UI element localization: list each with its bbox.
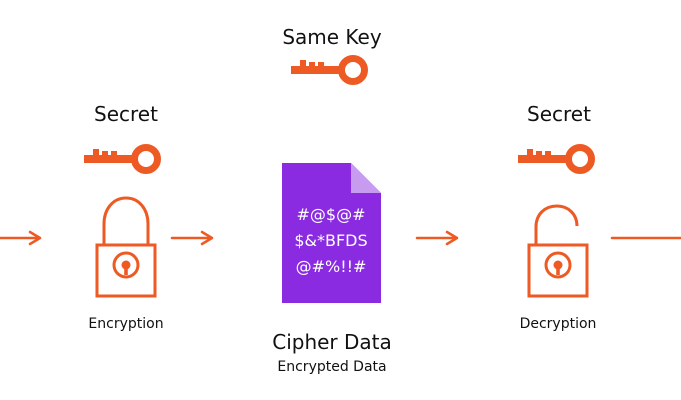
document-cipher-line-3: @#%!!# [296, 257, 367, 276]
arrow-left-entry-icon [0, 230, 42, 246]
cipher-data-title: Cipher Data [272, 330, 392, 354]
secret-left-label: Secret [94, 102, 158, 126]
secret-left-key-icon [84, 148, 158, 171]
arrow-file-to-decryption-icon [415, 230, 459, 246]
encrypted-document-icon: #@$@# $&*BFDS @#%!!# [282, 163, 381, 303]
lock-closed-icon [95, 196, 157, 298]
arrow-encryption-to-file-icon [170, 230, 214, 246]
secret-right-label: Secret [527, 102, 591, 126]
cipher-data-subtitle: Encrypted Data [277, 359, 386, 375]
same-key-label: Same Key [282, 25, 382, 49]
same-key-icon [291, 59, 365, 82]
lock-open-icon [527, 204, 589, 298]
decryption-label: Decryption [520, 316, 597, 332]
secret-right-key-icon [518, 148, 592, 171]
encryption-label: Encryption [88, 316, 163, 332]
document-cipher-line-1: #@$@# [297, 205, 366, 224]
document-cipher-line-2: $&*BFDS [294, 231, 367, 250]
